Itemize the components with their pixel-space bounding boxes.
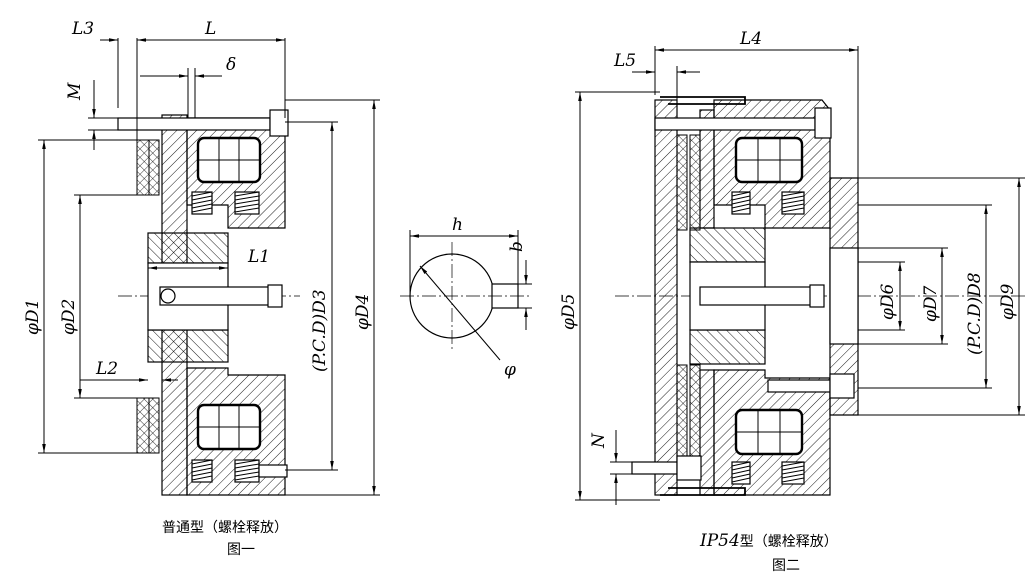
friction-plate-top	[136, 139, 150, 196]
keyway-detail: h b φ	[400, 215, 532, 380]
bolt-head	[269, 109, 289, 137]
dim-D8: (P.C.D)D8	[965, 272, 985, 355]
dim-phi: φ	[504, 360, 516, 380]
dim-delta: δ	[226, 55, 236, 75]
dim-D1: φD1	[23, 299, 43, 335]
friction-plate-bottom	[676, 364, 688, 461]
dim-D7: φD7	[921, 285, 941, 322]
spring-bottom	[191, 459, 288, 483]
dim-D5: φD5	[559, 294, 579, 330]
dim-D6: φD6	[878, 283, 898, 320]
mounting-flange	[654, 99, 678, 496]
dim-b: b	[507, 241, 527, 252]
figure-1: L3 L δ M L1 L2 φD1 φD2 (P.	[23, 19, 380, 558]
armature-bottom	[699, 369, 715, 496]
center-bolt	[159, 286, 271, 306]
dim-L4: L4	[739, 29, 762, 49]
hub-bottom	[147, 329, 229, 363]
spring-bottom	[731, 461, 805, 485]
center-bolt	[699, 286, 821, 306]
dim-L5: L5	[613, 51, 636, 71]
release-bolt	[117, 117, 271, 131]
armature-bottom	[148, 397, 160, 454]
release-bolt	[654, 117, 816, 131]
dim-L2: L2	[95, 359, 118, 379]
dim-D4: φD4	[353, 294, 373, 330]
bolt-head	[814, 107, 832, 139]
hub-top	[147, 232, 229, 264]
figure2-caption: IP54型（螺栓释放）	[699, 531, 838, 551]
dim-D2: φD2	[59, 299, 79, 335]
dim-M: M	[65, 82, 85, 101]
friction-plate-top	[676, 134, 688, 231]
dim-L1: L1	[247, 247, 270, 267]
dim-N: N	[589, 432, 609, 449]
figure1-caption: 普通型（螺栓释放）	[162, 520, 288, 536]
dim-L3: L3	[71, 19, 94, 39]
figure1-number: 图一	[227, 542, 255, 558]
armature-top	[148, 139, 160, 196]
dim-L: L	[204, 19, 216, 39]
spring-top	[731, 191, 805, 215]
figure-2: L4 L5 N φD5 φD6 φD7 (P.C.D)D8	[559, 29, 1025, 574]
spring-top	[191, 191, 260, 215]
hub-bottom	[689, 329, 766, 365]
hub-top	[689, 227, 766, 263]
dim-D3: (P.C.D)D3	[310, 289, 330, 372]
dim-D9: φD9	[998, 283, 1018, 320]
friction-plate-bottom	[136, 397, 150, 454]
dim-h: h	[452, 215, 463, 235]
bottom-bolt	[631, 461, 678, 475]
figure2-number: 图二	[772, 558, 800, 574]
